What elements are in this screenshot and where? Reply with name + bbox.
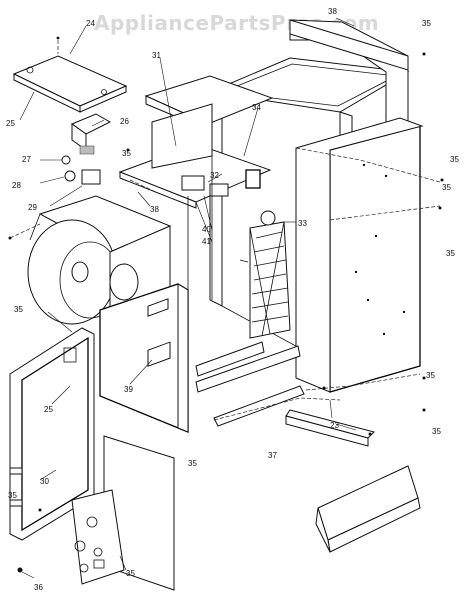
loose-screws <box>8 52 444 573</box>
part-label-35-right-lower: 35 <box>426 371 435 380</box>
top-bracket <box>12 55 128 113</box>
part-label-28: 28 <box>12 181 21 190</box>
fastener-line-right-2 <box>329 205 441 221</box>
part-label-33: 33 <box>298 219 307 228</box>
control-shelf <box>118 75 274 300</box>
right-side-panel <box>295 117 424 393</box>
part-label-27: 27 <box>22 155 31 164</box>
part-label-38-shelf: 38 <box>150 205 159 214</box>
part-label-40: 40 <box>202 225 211 234</box>
part-label-30: 30 <box>40 477 49 486</box>
part-label-35-right-screw: 35 <box>442 183 451 192</box>
part-label-25-door: 25 <box>44 405 53 414</box>
part-label-29: 29 <box>28 203 37 212</box>
fastener-line-right-1 <box>295 147 441 183</box>
part-label-35-shelf: 35 <box>122 149 131 158</box>
part-label-24: 24 <box>86 19 95 28</box>
part-labels: 24 25 26 27 28 29 31 34 38 35 35 38 32 4… <box>6 7 459 592</box>
part-label-39: 39 <box>124 385 133 394</box>
electrical-cover-plate <box>71 489 125 585</box>
leader-lines <box>19 17 357 579</box>
part-label-35-base: 35 <box>432 427 441 436</box>
part-label-34: 34 <box>252 103 261 112</box>
part-label-26: 26 <box>120 117 129 126</box>
part-label-35-left: 35 <box>14 305 23 314</box>
control-bracket <box>61 113 112 185</box>
part-label-41: 41 <box>202 237 211 246</box>
part-label-37: 37 <box>268 451 277 460</box>
part-label-35-right-mid: 35 <box>446 249 455 258</box>
part-label-35-cover: 35 <box>126 569 135 578</box>
part-label-23: 23 <box>330 421 339 430</box>
fastener-line-right-3 <box>305 373 421 391</box>
base-pan <box>315 465 421 553</box>
evaporator-coil <box>239 210 291 339</box>
blower-fastener-line <box>9 223 41 239</box>
bracket-screw-icon <box>56 36 60 40</box>
shelf-fastener-line <box>129 179 161 195</box>
part-label-38-top: 38 <box>328 7 337 16</box>
lower-duct-frame <box>195 341 341 427</box>
part-label-31: 31 <box>152 51 161 60</box>
part-label-35-topright: 35 <box>422 19 431 28</box>
part-label-35-lowerpanel: 35 <box>188 459 197 468</box>
front-access-panel <box>99 283 189 433</box>
part-label-35-right-upper: 35 <box>450 155 459 164</box>
part-label-32: 32 <box>210 171 219 180</box>
rail-bracket <box>285 409 375 447</box>
door-panel <box>9 327 95 541</box>
part-label-36: 36 <box>34 583 43 592</box>
part-label-25-top: 25 <box>6 119 15 128</box>
part-label-35-door: 35 <box>8 491 17 500</box>
